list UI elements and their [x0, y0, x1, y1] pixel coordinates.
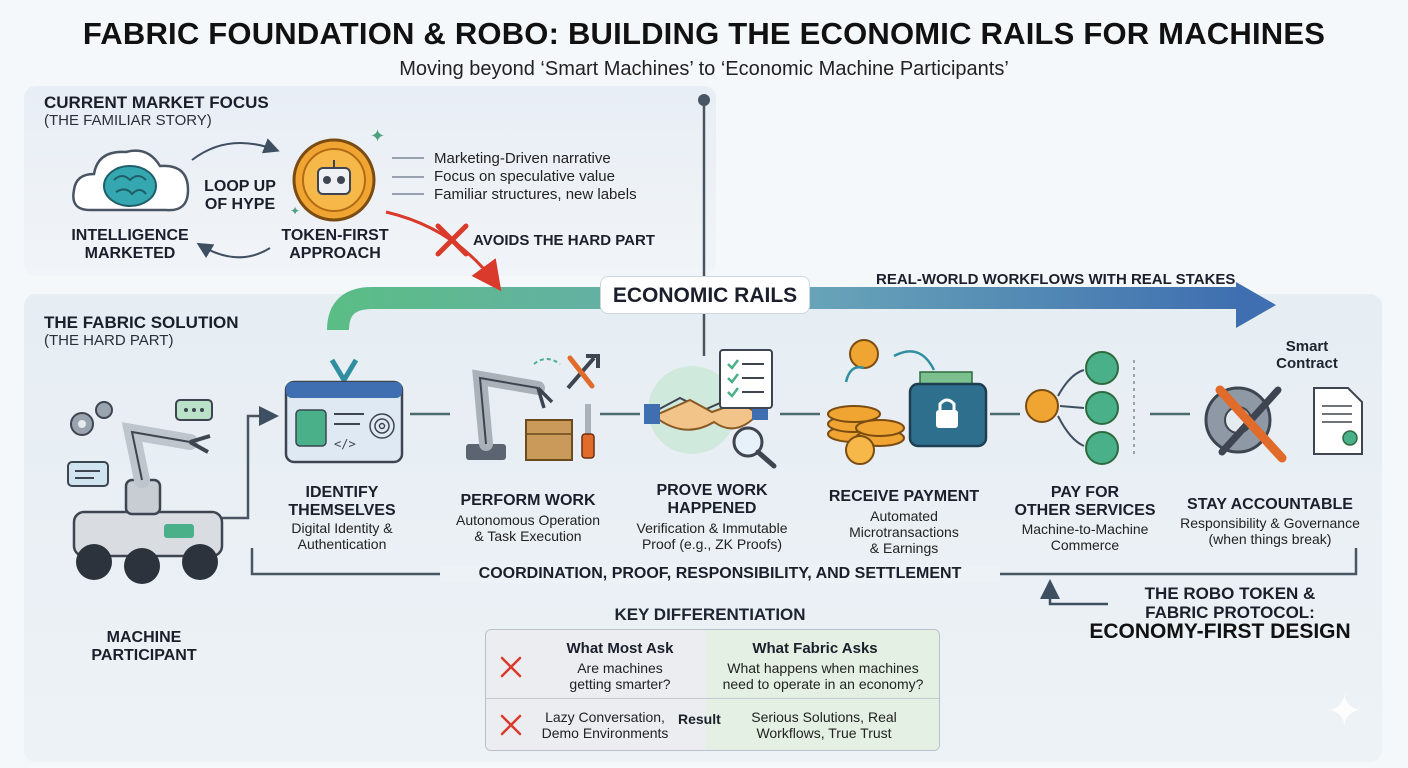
svg-text:</>: </> [334, 437, 356, 451]
differentiation-table [485, 629, 940, 751]
step-perform-title: PERFORM WORK [460, 492, 596, 509]
contract-icon [1313, 387, 1363, 455]
economic-rails-banner: ECONOMIC RAILS [600, 276, 810, 314]
fabric-asks-column [706, 630, 939, 750]
fingerprint-icon [369, 413, 395, 439]
workflows-label: REAL-WORLD WORKFLOWS WITH REAL STAKES [876, 271, 1236, 288]
lock-icon [936, 398, 958, 428]
robo-token-label: THE ROBO TOKEN &FABRIC PROTOCOL: [1144, 584, 1316, 622]
most-ask-result: Lazy Conversation,Demo Environments [541, 709, 669, 741]
step-perform-desc: Autonomous Operation& Task Execution [456, 512, 600, 544]
coins-icon [827, 339, 936, 465]
most-ask-column [486, 630, 706, 750]
wallet-icon [908, 371, 988, 448]
cross-icon [500, 656, 522, 678]
brain-cloud-icon [72, 149, 190, 212]
sparkle-icon: ✦ [1326, 687, 1363, 736]
sparkle-icon: ✦ [370, 126, 386, 146]
step-accountable-desc: Responsibility & Governance(when things … [1180, 515, 1360, 547]
solution-title: THE FABRIC SOLUTION [44, 313, 239, 332]
checklist-icon [719, 349, 773, 409]
market-bullet: Focus on speculative value [434, 168, 615, 185]
magnifier-icon [732, 426, 777, 469]
solution-subtitle: (THE HARD PART) [44, 332, 174, 349]
robot-arm-icon [72, 422, 224, 584]
rails-arrow-head [1236, 282, 1276, 328]
robot-arm-icon [466, 358, 573, 461]
tools-gear-icon [1204, 385, 1287, 463]
page-title: FABRIC FOUNDATION & ROBO: BUILDING THE E… [82, 16, 1326, 51]
market-title: CURRENT MARKET FOCUS [44, 93, 269, 112]
wrench-icon [562, 350, 602, 399]
fabric-asks-header: What Fabric Asks [752, 640, 878, 657]
robot-coin-icon [292, 138, 376, 222]
market-subtitle: (THE FAMILIAR STORY) [44, 112, 212, 129]
gear-icon [70, 401, 113, 436]
page-subtitle: Moving beyond ‘Smart Machines’ to ‘Econo… [399, 58, 1009, 80]
chat-icon [175, 399, 213, 421]
step-payment-title: RECEIVE PAYMENT [828, 488, 980, 505]
differentiation-title: KEY DIFFERENTIATION [614, 605, 806, 624]
network-icon [1025, 351, 1135, 465]
avoids-label: AVOIDS THE HARD PART [473, 232, 655, 249]
coordination-label: COORDINATION, PROOF, RESPONSIBILITY, AND… [440, 565, 1000, 583]
market-bullet: Marketing-Driven narrative [434, 150, 611, 167]
id-badge-icon: </> [284, 358, 404, 464]
table-divider [486, 698, 939, 699]
cross-icon [500, 714, 522, 736]
divider-dot [698, 94, 710, 106]
market-bullet: Familiar structures, new labels [434, 186, 637, 203]
economic-rails-arrow [327, 287, 1240, 331]
step-accountable-title: STAY ACCOUNTABLE [1187, 496, 1353, 513]
most-ask-header: What Most Ask [566, 640, 674, 657]
result-label: Result [678, 711, 721, 727]
cross-icon [435, 223, 469, 257]
sparkle-icon: ✦ [290, 204, 301, 218]
economy-first-label: ECONOMY-FIRST DESIGN [1089, 620, 1351, 643]
screwdriver-icon [578, 404, 598, 465]
chat-icon [67, 461, 109, 487]
step-identify-desc: Digital Identity &Authentication [291, 520, 393, 552]
